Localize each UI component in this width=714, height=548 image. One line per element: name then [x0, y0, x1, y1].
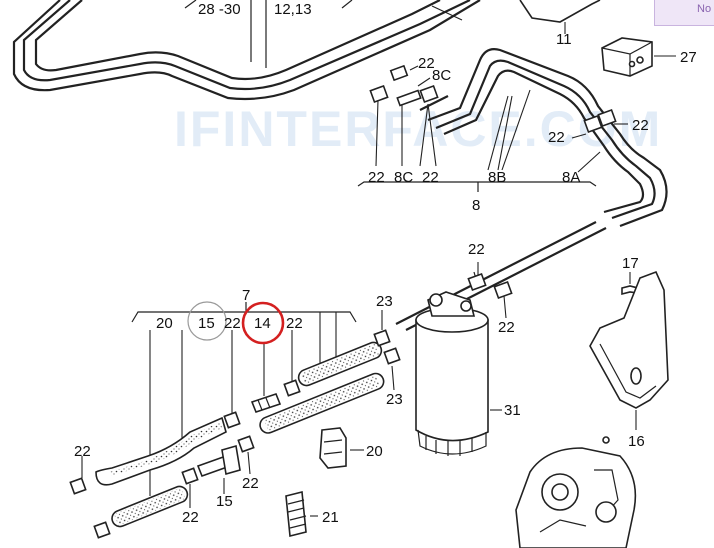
label-8: 8: [472, 197, 480, 214]
label-22-mid2: 22: [498, 319, 515, 336]
part-21-clip: [285, 490, 318, 538]
label-15-top: 15: [198, 315, 215, 332]
fuel-lines-8: [357, 48, 668, 228]
hoses: [95, 341, 385, 528]
label-14: 14: [254, 315, 271, 332]
label-20-top: 20: [156, 315, 173, 332]
label-8b: 8B: [488, 169, 506, 186]
label-28-30: 28 -30: [198, 1, 241, 18]
tank-tray: [12, 0, 481, 101]
label-16: 16: [628, 433, 645, 450]
label-12-13: 12,13: [274, 1, 312, 18]
label-21: 21: [322, 509, 339, 526]
label-23-b: 23: [386, 391, 403, 408]
clips: [69, 310, 401, 539]
label-7: 7: [242, 287, 250, 304]
label-11: 11: [556, 31, 572, 48]
label-22-r1: 22: [548, 129, 565, 146]
label-22-mid: 22: [468, 241, 485, 258]
label-17: 17: [622, 255, 639, 272]
label-23-a: 23: [376, 293, 393, 310]
label-20: 20: [366, 443, 383, 460]
label-31: 31: [504, 402, 521, 419]
label-8c-top: 8C: [432, 67, 451, 84]
bracket-16: [589, 270, 669, 430]
label-22-top: 22: [418, 55, 435, 72]
label-22-bot1: 22: [182, 509, 199, 526]
label-15-bot: 15: [216, 493, 233, 510]
label-22-a: 22: [368, 169, 385, 186]
label-22-g2: 22: [286, 315, 303, 332]
label-22-b: 22: [422, 169, 439, 186]
highlight-circle-14: [241, 301, 285, 345]
label-22-g1: 22: [224, 315, 241, 332]
gray-circle-15: [187, 301, 227, 341]
pump-assembly: [515, 436, 637, 548]
part-20-clip: [319, 427, 364, 469]
label-22-left: 22: [74, 443, 91, 460]
part-11: [519, 0, 601, 34]
corner-tag: No: [654, 0, 714, 26]
part-27-connector: [601, 37, 676, 77]
label-27: 27: [680, 49, 697, 66]
label-8a: 8A: [562, 169, 580, 186]
label-8c-b: 8C: [394, 169, 413, 186]
fuel-filter-31: [415, 291, 502, 456]
label-22-bot2: 22: [242, 475, 259, 492]
label-22-r2: 22: [632, 117, 649, 134]
